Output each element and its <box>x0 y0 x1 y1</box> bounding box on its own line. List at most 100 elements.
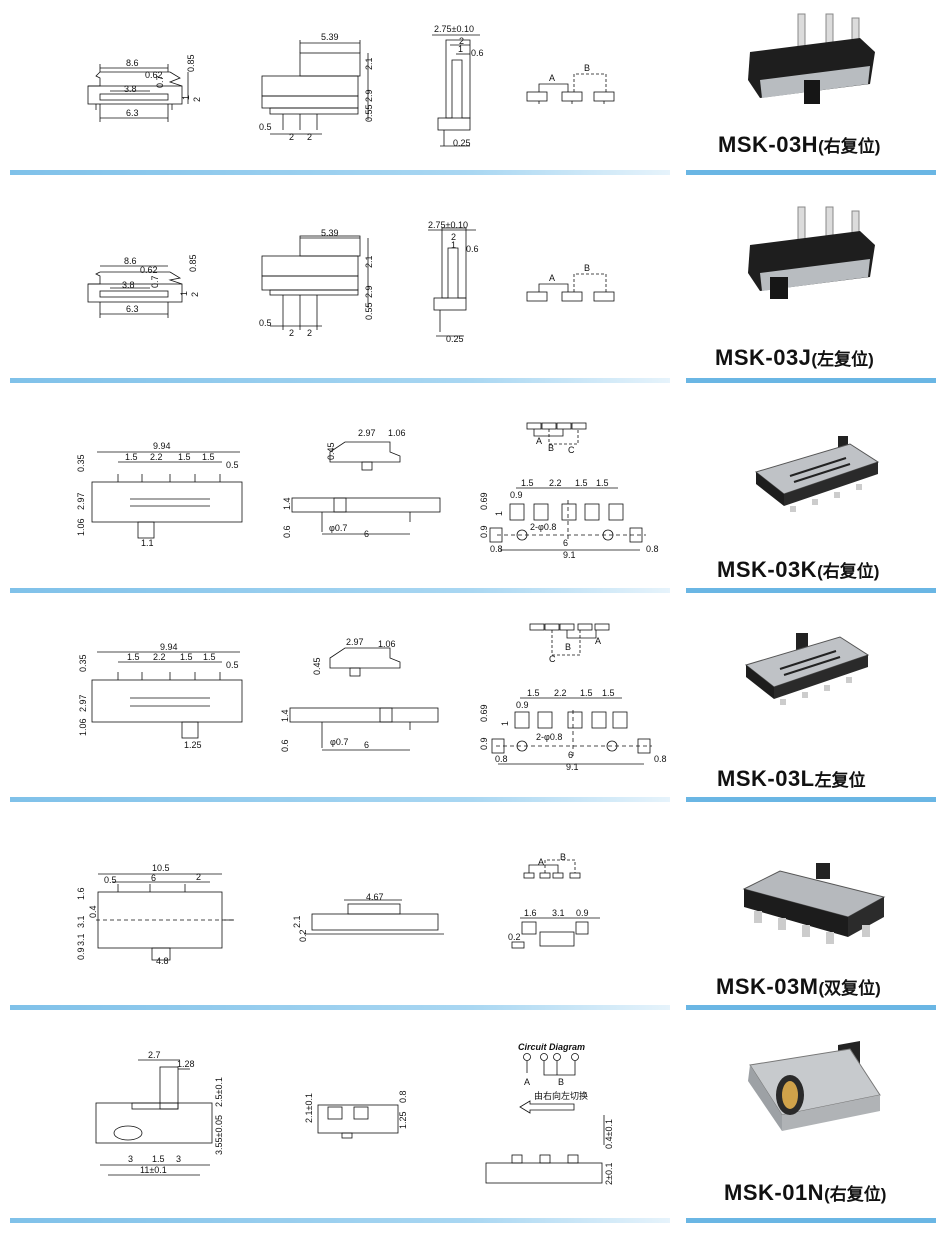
dim-label: 1 <box>451 240 456 250</box>
dim-label: 2.5±0.1 <box>214 1077 224 1107</box>
row-divider <box>10 588 670 593</box>
dim-label: 8.6 <box>124 256 137 266</box>
dim-label: 0.69 <box>479 492 489 510</box>
circuit-label: A <box>549 73 555 83</box>
dim-label: 2-φ0.8 <box>530 522 556 532</box>
drawing-msk-01n: 2.7 1.28 2.5±0.1 3.55±0.05 3 1.5 3 11±0.… <box>0 1015 680 1235</box>
product-row-msk-03h: 8.6 0.62 0.85 0.7 1 2 3.8 6.3 5.39 <box>0 0 940 180</box>
dim-label: 1.28 <box>177 1059 195 1069</box>
end-view: 2.75±0.10 2 1 0.6 0.25 <box>428 220 479 344</box>
dim-label: 2.97 <box>346 637 364 647</box>
dim-label: 2.1 <box>364 57 374 70</box>
dim-label: 0.5 <box>259 318 272 328</box>
circuit-label: A <box>595 636 601 646</box>
dim-label: 2 <box>192 97 202 102</box>
model-title-msk-03l: MSK-03L左复位 <box>717 766 866 792</box>
dim-label: 2.9 <box>364 89 374 102</box>
dim-label: 2.2 <box>153 652 166 662</box>
circuit-label: A <box>549 273 555 283</box>
top-view: 9.94 1.5 2.2 1.5 1.5 0.5 0.35 2.97 1.06 … <box>76 441 243 548</box>
model-note: (右复位) <box>818 137 881 156</box>
circuit-label: B <box>584 63 590 73</box>
row-divider <box>10 170 670 175</box>
dim-label: 0.4±0.1 <box>604 1119 614 1149</box>
circuit-label: B <box>560 852 566 862</box>
model-title-msk-03k: MSK-03K(右复位) <box>717 557 879 583</box>
dim-label: 0.55 <box>364 104 374 122</box>
circuit-title: Circuit Diagram <box>518 1042 585 1052</box>
dim-label: 1.25 <box>184 740 202 750</box>
circuit-diagram: A B <box>526 63 615 104</box>
top-view: 10.5 0.5 6 2 1.6 3.1 0.4 3.1 0.9 4.8 <box>76 863 236 966</box>
end-view: 0.4±0.1 2±0.1 <box>485 1115 614 1185</box>
dim-label: 1.5 <box>521 478 534 488</box>
row-divider <box>10 1005 670 1010</box>
model-note: (双复位) <box>818 979 881 998</box>
dim-label: 1.5 <box>180 652 193 662</box>
dim-label: 2.97 <box>78 694 88 712</box>
circuit-label: A <box>536 436 542 446</box>
dim-label: 2 <box>451 232 456 242</box>
model-name: MSK-01N <box>724 1180 825 1205</box>
end-view: 2.75±0.10 2 1 0.6 0.25 <box>432 24 484 148</box>
dim-label: 1.5 <box>127 652 140 662</box>
product-row-msk-03l: 9.94 1.5 2.2 1.5 1.5 0.5 0.35 2.97 1.06 … <box>0 600 940 805</box>
model-name: MSK-03K <box>717 557 818 582</box>
circuit-label: B <box>548 443 554 453</box>
dim-label: 0.9 <box>510 490 523 500</box>
dim-label: 6 <box>364 740 369 750</box>
dim-label: 0.5 <box>226 660 239 670</box>
dim-label: 1 <box>181 95 191 100</box>
dim-label: 2 <box>307 132 312 142</box>
dim-label: 0.9 <box>76 947 86 960</box>
dim-label: 1.6 <box>524 908 537 918</box>
dim-label: 9.1 <box>566 762 579 772</box>
dim-label: 0.6 <box>282 525 292 538</box>
model-title-msk-01n: MSK-01N(右复位) <box>724 1180 886 1206</box>
dim-label: 0.5 <box>104 875 117 885</box>
dim-label: 2 <box>459 36 464 46</box>
dim-label: 1.5 <box>178 452 191 462</box>
dim-label: 3 <box>176 1154 181 1164</box>
dim-label: 2-φ0.8 <box>536 732 562 742</box>
model-note: (右复位) <box>817 562 880 581</box>
dim-label: 1.5 <box>596 478 609 488</box>
dim-label: 2.75±0.10 <box>434 24 474 34</box>
dim-label: 1.4 <box>282 497 292 510</box>
drawing-msk-03l: 9.94 1.5 2.2 1.5 1.5 0.5 0.35 2.97 1.06 … <box>0 600 680 810</box>
row-divider <box>686 588 936 593</box>
dim-label: 0.35 <box>78 654 88 672</box>
dim-label: 0.4 <box>88 905 98 918</box>
dim-label: 4.67 <box>366 892 384 902</box>
dim-label: 1.5 <box>575 478 588 488</box>
dim-label: 0.25 <box>453 138 471 148</box>
dim-label: 2.1 <box>292 915 302 928</box>
dim-label: 0.62 <box>145 70 163 80</box>
row-divider <box>686 378 936 383</box>
model-name: MSK-03L <box>717 766 815 791</box>
dim-label: 0.7 <box>150 275 160 288</box>
model-title-msk-03h: MSK-03H(右复位) <box>718 132 880 158</box>
dim-label: 1.5 <box>202 452 215 462</box>
product-photo-msk-03j <box>740 205 890 310</box>
circuit-diagram: Circuit Diagram A B 由右向左切换 <box>518 1042 588 1114</box>
row-divider <box>10 1218 670 1223</box>
circuit-diagram: A B C <box>526 422 587 455</box>
dim-label: 9.94 <box>153 441 171 451</box>
circuit-label: B <box>558 1077 564 1087</box>
model-title-msk-03m: MSK-03M(双复位) <box>716 974 881 1000</box>
top-view: 2.7 1.28 2.5±0.1 3.55±0.05 3 1.5 3 11±0.… <box>95 1050 224 1176</box>
dim-label: φ0.7 <box>330 737 348 747</box>
side-view: 2.1±0.1 0.8 1.25 <box>304 1090 408 1139</box>
dim-label: 0.85 <box>186 54 196 72</box>
dim-label: 2.1±0.1 <box>304 1093 314 1123</box>
circuit-diagram: A B <box>526 263 615 302</box>
dim-label: 1 <box>500 721 510 726</box>
dim-label: 1.5 <box>580 688 593 698</box>
drawing-msk-03h: 8.6 0.62 0.85 0.7 1 2 3.8 6.3 5.39 <box>0 0 680 175</box>
front-view: 8.6 0.62 0.85 0.7 1 2 3.8 6.3 <box>87 254 200 318</box>
dim-label: 4.8 <box>156 956 169 966</box>
product-photo-msk-01n <box>730 1035 890 1160</box>
dim-label: 0.9 <box>516 700 529 710</box>
dim-label: φ0.7 <box>329 523 347 533</box>
